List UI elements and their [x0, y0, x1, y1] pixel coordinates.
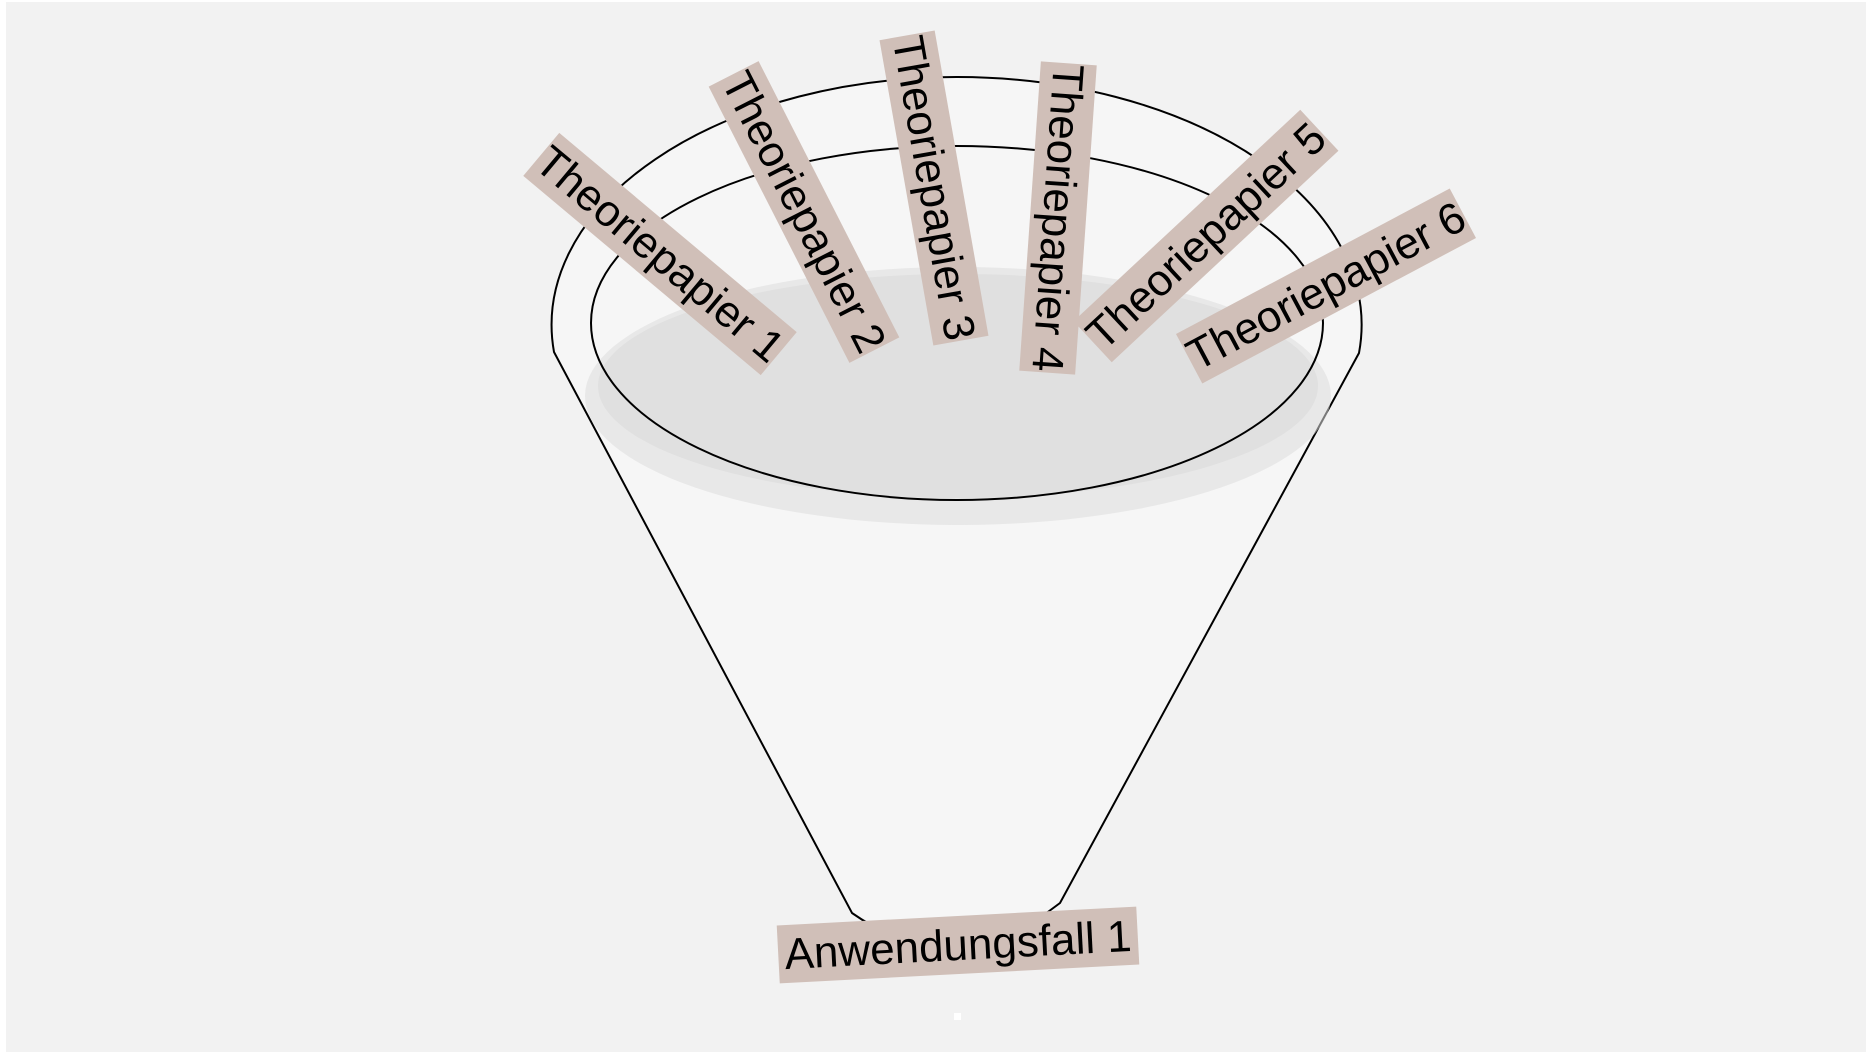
marker-dot	[954, 1013, 961, 1020]
